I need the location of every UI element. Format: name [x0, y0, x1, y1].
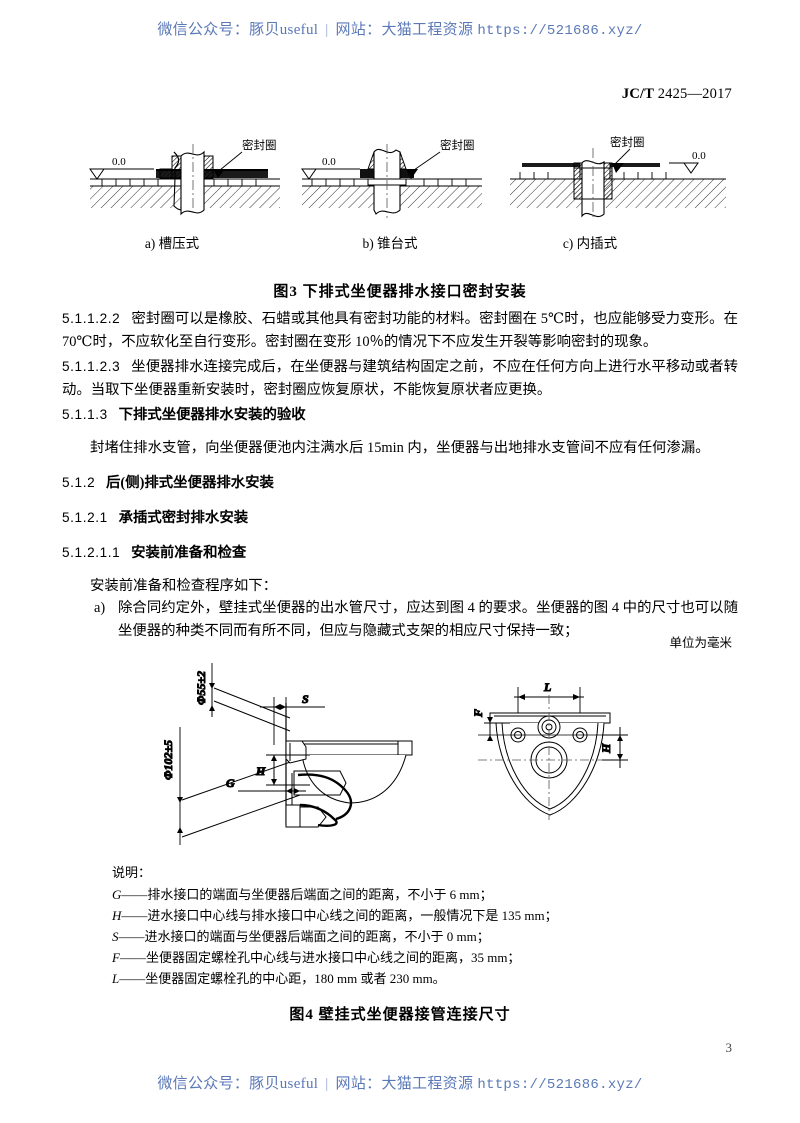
fig4-dim-phi55: Φ55±2	[194, 671, 208, 705]
fig4-dim-L: L	[543, 680, 551, 694]
watermark-url: https://521686.xyz/	[477, 1077, 643, 1093]
legend-dash: ——	[119, 971, 146, 986]
watermark-bottom: 微信公众号：豚贝useful | 网站：大猫工程资源 https://521686.…	[0, 1072, 800, 1093]
legend-dash: ——	[121, 887, 148, 902]
clause-5-1-1-2-2-id: 5.1.1.2.2	[62, 311, 121, 326]
page-number: 3	[725, 1040, 733, 1055]
legend-description: 排水接口的端面与坐便器后端面之间的距离，不小于 6 mm；	[147, 887, 493, 902]
watermark-site-label: 网站：	[335, 1076, 382, 1092]
clause-5-1-1-3-body: 封堵住排水支管，向坐便器便池内注满水后 15min 内，坐便器与出地排水支管间不…	[90, 440, 710, 456]
clause-5-1-2-id: 5.1.2	[62, 475, 96, 490]
clause-5-1-1-2-2: 5.1.1.2.2 密封圈可以是橡胶、石蜡或其他具有密封功能的材料。密封圈在 5…	[62, 308, 738, 353]
standard-number: 2425—2017	[657, 86, 732, 102]
legend-dash: ——	[119, 950, 146, 965]
figure-3-subcaption-b: b) 锥台式	[362, 236, 418, 251]
legend-dash: ——	[118, 929, 145, 944]
legend-symbol: H	[112, 908, 122, 923]
figure-3-subcaption-a: a) 槽压式	[144, 236, 200, 251]
fig3c-datum-label: 0.0	[692, 150, 706, 162]
watermark-wechat-name: 豚贝useful	[249, 22, 319, 38]
fig3a-seal-label: 密封圈	[242, 138, 277, 152]
fig4-dim-H: H	[255, 764, 266, 778]
fig4-dim-G: G	[226, 776, 235, 790]
clause-5-1-2-title: 后(侧)排式坐便器排水安装	[106, 475, 274, 491]
legend-item: H——进水接口中心线与排水接口中心线之间的距离，一般情况下是 135 mm；	[112, 905, 558, 926]
fig4-side-view: Φ55±2 Φ102±5	[161, 663, 413, 845]
figure-4-legend: 说明： G——排水接口的端面与坐便器后端面之间的距离，不小于 6 mm； H——…	[112, 862, 558, 989]
watermark-top: 微信公众号：豚贝useful | 网站：大猫工程资源 https://521686.…	[0, 18, 800, 39]
clause-5-1-1-2-3-id: 5.1.1.2.3	[62, 359, 121, 374]
clause-5-1-2-1-id: 5.1.2.1	[62, 510, 108, 525]
clause-5-1-2-1-1-id: 5.1.2.1.1	[62, 545, 121, 560]
clause-5-1-2-1-title: 承插式密封排水安装	[118, 510, 249, 526]
watermark-site-label: 网站：	[335, 22, 382, 38]
fig4-dim-phi102: Φ102±5	[161, 740, 175, 780]
legend-symbol: L	[112, 971, 120, 986]
fig4-dim-S: S	[302, 692, 309, 706]
watermark-site-name: 大猫工程资源	[381, 22, 474, 38]
legend-title: 说明：	[112, 865, 152, 880]
legend-item: F——坐便器固定螺栓孔中心线与进水接口中心线之间的距离，35 mm；	[112, 947, 558, 968]
watermark-wechat-name: 豚贝useful	[249, 1076, 319, 1092]
legend-symbol: S	[112, 929, 119, 944]
list-item-a-text: 除合同约定外，壁挂式坐便器的出水管尺寸，应达到图 4 的要求。坐便器的图 4 中…	[118, 600, 738, 639]
watermark-wechat-label: 微信公众号：	[157, 1076, 250, 1092]
legend-symbol: F	[112, 950, 120, 965]
fig3b-datum-label: 0.0	[322, 156, 336, 168]
figure-4-svg: Φ55±2 Φ102±5	[161, 663, 628, 845]
fig3-variant-c: 密封圈 0.0	[510, 135, 726, 218]
legend-symbol: G	[112, 887, 122, 902]
list-item-a-marker: a)	[94, 600, 106, 616]
standard-prefix: JC/T	[621, 86, 654, 102]
fig3-variant-a: 0.0 密封圈	[89, 138, 280, 216]
clause-5-1-1-2-3-text: 坐便器排水连接完成后，在坐便器与建筑结构固定之前，不应在任何方向上进行水平移动或…	[62, 359, 738, 398]
figure-3-caption: 图3 下排式坐便器排水接口密封安装	[273, 284, 527, 300]
list-item-a: a) 除合同约定外，壁挂式坐便器的出水管尺寸，应达到图 4 的要求。坐便器的图 …	[94, 597, 738, 642]
figure-4-caption: 图4 壁挂式坐便器接管连接尺寸	[289, 1007, 511, 1023]
legend-item: L——坐便器固定螺栓孔的中心距，180 mm 或者 230 mm。	[112, 968, 558, 989]
fig4-dim-H-rear: H	[599, 743, 613, 754]
legend-description: 进水接口的端面与坐便器后端面之间的距离，不小于 0 mm；	[144, 929, 490, 944]
legend-dash: ——	[121, 908, 148, 923]
legend-description: 坐便器固定螺栓孔中心线与进水接口中心线之间的距离，35 mm；	[145, 950, 521, 965]
figure-3-diagrams: 0.0 密封圈	[62, 118, 738, 248]
fig3-variant-b: 0.0 密封圈	[301, 138, 482, 218]
legend-description: 进水接口中心线与排水接口中心线之间的距离，一般情况下是 135 mm；	[147, 908, 558, 923]
watermark-site-name: 大猫工程资源	[381, 1076, 474, 1092]
clause-5-1-1-3-title: 下排式坐便器排水安装的验收	[118, 407, 306, 423]
fig3a-datum-label: 0.0	[112, 156, 126, 168]
fig3b-seal-label: 密封圈	[440, 138, 475, 152]
figure-3-svg: 0.0 密封圈	[89, 135, 726, 218]
fig4-dim-F: F	[471, 709, 485, 718]
fig3c-seal-label: 密封圈	[610, 135, 645, 149]
watermark-separator: |	[325, 1076, 329, 1092]
figure-4-units-note: 单位为毫米	[669, 636, 732, 650]
watermark-url: https://521686.xyz/	[477, 23, 643, 39]
clause-5-1-2-1-1-heading: 5.1.2.1.1 安装前准备和检查	[62, 542, 246, 564]
standard-number-header: JC/T 2425—2017	[622, 86, 732, 103]
clause-5-1-1-3-id: 5.1.1.3	[62, 407, 108, 422]
figure-3-subcaption-c: c) 内插式	[562, 236, 618, 251]
clause-5-1-1-3-heading: 5.1.1.3 下排式坐便器排水安装的验收	[62, 404, 306, 426]
clause-5-1-2-heading: 5.1.2 后(侧)排式坐便器排水安装	[62, 472, 274, 494]
clause-5-1-2-1-1-intro: 安装前准备和检查程序如下：	[90, 578, 278, 594]
clause-5-1-1-2-3: 5.1.1.2.3 坐便器排水连接完成后，在坐便器与建筑结构固定之前，不应在任何…	[62, 356, 738, 401]
clause-5-1-2-1-heading: 5.1.2.1 承插式密封排水安装	[62, 507, 248, 529]
legend-item: S——进水接口的端面与坐便器后端面之间的距离，不小于 0 mm；	[112, 926, 558, 947]
legend-description: 坐便器固定螺栓孔的中心距，180 mm 或者 230 mm。	[145, 971, 446, 986]
fig4-rear-view: L	[471, 680, 628, 820]
clause-5-1-2-1-1-title: 安装前准备和检查	[131, 545, 247, 561]
figure-4-diagrams: Φ55±2 Φ102±5	[150, 655, 670, 860]
legend-item: G——排水接口的端面与坐便器后端面之间的距离，不小于 6 mm；	[112, 884, 558, 905]
watermark-wechat-label: 微信公众号：	[157, 22, 250, 38]
watermark-separator: |	[325, 22, 329, 38]
clause-5-1-1-2-2-text: 密封圈可以是橡胶、石蜡或其他具有密封功能的材料。密封圈在 5℃时，也应能够受力变…	[62, 311, 738, 350]
